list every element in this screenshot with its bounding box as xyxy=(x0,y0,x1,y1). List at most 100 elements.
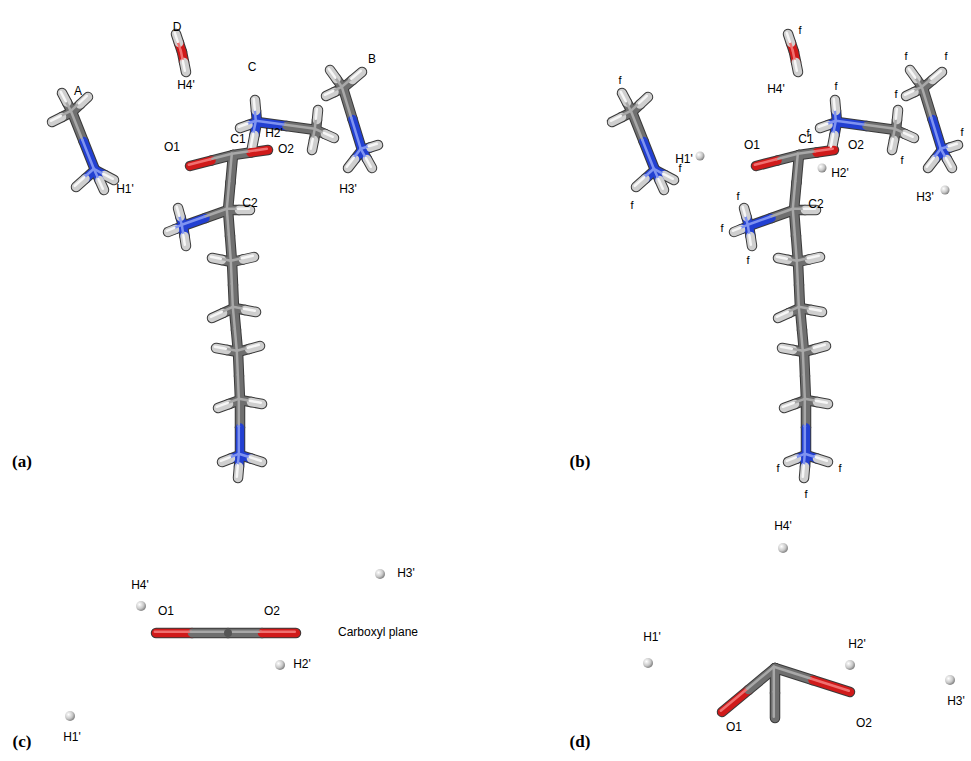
bond-highlight xyxy=(946,158,951,167)
fixed-atom-mark: f xyxy=(677,162,682,174)
atom-label: C1 xyxy=(797,133,814,146)
bond-highlight xyxy=(803,465,804,477)
fixed-atom-mark: f xyxy=(775,462,780,474)
bond-highlight xyxy=(250,457,261,461)
bond-highlight xyxy=(215,347,226,349)
bond-highlight xyxy=(82,140,94,169)
atom-label: H2' xyxy=(292,658,312,671)
bond-highlight xyxy=(155,631,191,634)
bond-highlight xyxy=(811,679,849,691)
bond-highlight xyxy=(639,96,647,104)
bond-highlight xyxy=(644,169,654,178)
bond-highlight xyxy=(232,151,250,154)
bond-highlight xyxy=(71,103,79,111)
fixed-atom-mark: f xyxy=(959,126,964,138)
fixed-atom-mark: f xyxy=(837,462,842,474)
molecule-label: C xyxy=(247,61,258,74)
molecule-label: D xyxy=(172,21,183,34)
bond-highlight xyxy=(177,207,180,216)
bond-highlight xyxy=(237,465,238,477)
bond-highlight xyxy=(810,309,821,311)
bond-highlight xyxy=(745,216,748,225)
hydrogen-dot xyxy=(818,164,827,173)
bond-highlight xyxy=(179,216,182,225)
bond-highlight xyxy=(84,169,94,178)
bond-highlight xyxy=(895,129,904,133)
bond-highlight xyxy=(244,309,255,311)
bond-highlight xyxy=(315,129,324,133)
bond-highlight xyxy=(749,235,751,245)
bond-highlight xyxy=(61,92,66,102)
hydrogen-dot xyxy=(845,660,855,670)
bond-highlight xyxy=(261,631,295,634)
atom-label: H4' xyxy=(773,520,793,533)
bond-highlight xyxy=(799,307,810,309)
bond-highlight xyxy=(934,149,941,158)
bond-highlight xyxy=(256,121,285,125)
atom-label: H2' xyxy=(830,167,850,180)
bond-highlight xyxy=(773,667,776,692)
molecule-label: A xyxy=(73,85,83,98)
bond-highlight xyxy=(183,61,185,71)
bond-highlight xyxy=(776,154,798,160)
atom-label: H3' xyxy=(915,191,935,204)
hydrogen-dot xyxy=(65,711,75,721)
fixed-atom-mark: f xyxy=(805,127,810,139)
bond-highlight xyxy=(941,149,946,158)
bond-highlight xyxy=(238,375,239,399)
bond-highlight xyxy=(250,401,261,403)
bond-highlight xyxy=(814,345,825,348)
bond-highlight xyxy=(217,403,228,407)
bond-highlight xyxy=(654,169,659,179)
bond-highlight xyxy=(229,235,231,261)
bond-highlight xyxy=(621,111,631,116)
stick-model xyxy=(51,33,958,718)
bond-highlight xyxy=(211,257,221,259)
bond-highlight xyxy=(329,69,336,78)
atom-label: H2' xyxy=(264,127,284,140)
bond-highlight xyxy=(891,139,893,149)
atom-label: H4' xyxy=(130,579,150,592)
bond-highlight xyxy=(642,140,654,169)
bond-highlight xyxy=(834,99,835,110)
atom-label: H1' xyxy=(674,153,694,166)
bond-highlight xyxy=(794,399,805,403)
bond-highlight xyxy=(324,133,333,137)
bond-highlight xyxy=(226,349,237,351)
bond-highlight xyxy=(191,631,227,634)
bond-highlight xyxy=(361,149,366,158)
stick-outline xyxy=(722,690,749,712)
bond-highlight xyxy=(182,217,205,225)
bond-highlight xyxy=(210,154,232,160)
bond-highlight xyxy=(770,209,793,217)
fixed-atom-mark: f xyxy=(617,74,622,86)
bond-highlight xyxy=(896,109,897,119)
panel-label: (b) xyxy=(569,453,592,472)
hydrogen-dot xyxy=(643,658,653,668)
hydrogen-dot xyxy=(696,152,705,161)
bond-highlight xyxy=(787,33,790,42)
bond-highlight xyxy=(805,399,816,401)
atom-label: H2' xyxy=(847,638,867,651)
atom-label: O2 xyxy=(855,717,873,730)
bond-highlight xyxy=(232,284,233,307)
bond-highlight xyxy=(865,125,895,129)
atom-label: H4' xyxy=(176,79,196,92)
bond-highlight xyxy=(75,177,85,186)
bond-highlight xyxy=(836,121,866,125)
bond-highlight xyxy=(931,71,941,79)
atom-label: O2 xyxy=(277,143,295,156)
bond-highlight xyxy=(313,129,315,139)
bond-highlight xyxy=(316,109,317,119)
bond-highlight xyxy=(354,149,361,158)
bond-highlight xyxy=(787,259,797,261)
bond-highlight xyxy=(94,169,99,179)
hydrogen-dot xyxy=(136,601,146,611)
atom-label: O1 xyxy=(725,721,743,734)
bond-highlight xyxy=(733,228,741,231)
bond-highlight xyxy=(237,348,248,351)
bond-highlight xyxy=(781,347,792,349)
fixed-atom-mark: f xyxy=(745,254,750,266)
